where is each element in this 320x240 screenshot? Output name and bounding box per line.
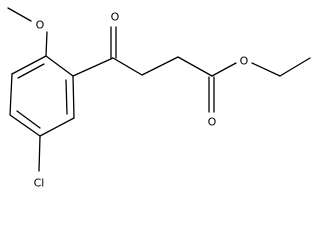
bond-methoxy-oxygen-to-ring [45,31,48,57]
ring-bond-c4-c5 [39,117,75,137]
atom-label-ketone-oxygen: O [111,11,120,24]
molecule-drawing: O O O O Cl [7,7,311,190]
bond-ring-to-ketone-carbon [72,57,114,77]
bond-ch2-to-ester-carbon [177,56,213,77]
bond-methyl-to-methoxy-oxygen [7,7,32,22]
bond-ch2-to-ch2 [141,56,179,76]
ring-bond-c5-c6-inner [65,79,68,115]
atom-label-ester-carbonyl-oxygen: O [208,116,217,129]
ring-bond-c3-c4-inner [16,110,41,129]
ring-bond-c3-c4 [9,114,41,137]
bond-ketone-carbon-to-ch2 [112,57,143,76]
bond-ester-oxygen-to-ch2 [251,62,281,77]
ring-bond-c2-c3 [9,73,13,116]
chemical-structure-figure: O O O O Cl [7,7,311,190]
bond-ester-carbon-to-oxygen [211,62,237,77]
ring-bond-c6-c1 [45,55,74,77]
ring-bond-c1-c2-inner [17,63,45,79]
ring-bond-c5-c6 [72,75,75,119]
atom-label-ester-oxygen: O [240,55,249,68]
atom-label-chlorine: Cl [34,177,45,190]
bond-ethyl-ch2-to-ch3 [279,57,311,77]
ring-bond-c1-c2 [11,55,47,75]
atom-label-methoxy-oxygen: O [36,19,45,32]
bond-ring-to-chlorine [38,135,41,172]
